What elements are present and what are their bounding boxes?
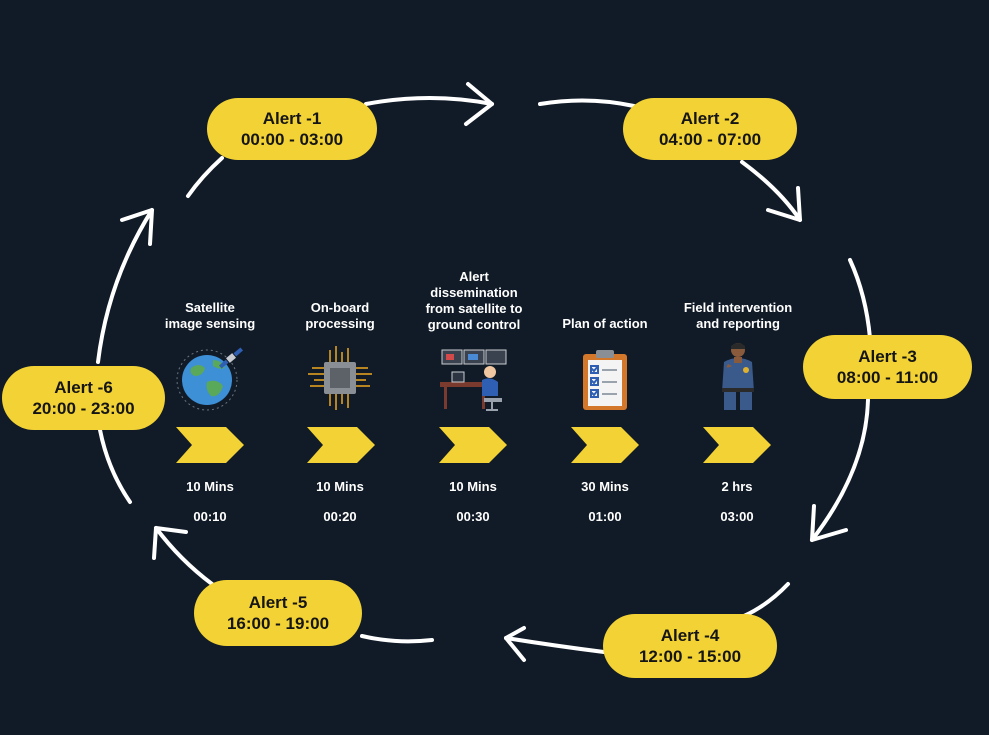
alert-label: Alert -2 [680, 109, 740, 128]
step-label-line: On-board [310, 300, 370, 315]
arrow-alert2-area [538, 98, 636, 108]
step-time-3: 00:30 [456, 509, 490, 524]
alert-pill-6: Alert -6 20:00 - 23:00 [2, 366, 165, 430]
step-label-2: On-board processing [280, 300, 400, 332]
step-label-line: image sensing [164, 316, 256, 331]
alert-time: 20:00 - 23:00 [32, 399, 135, 418]
chevron-4 [571, 427, 639, 463]
arrow-top-left [186, 156, 224, 198]
alert-time: 16:00 - 19:00 [226, 614, 330, 633]
step-label-3: Alert dissemination from satellite to gr… [412, 269, 536, 333]
step-label-line: and reporting [696, 316, 780, 331]
alert-label: Alert -3 [858, 347, 917, 366]
step-label-line: processing [305, 316, 375, 331]
arrow-alert4-to-alert5 [504, 636, 606, 654]
arrow-head-5 [152, 526, 188, 560]
step-duration-4: 30 Mins [581, 479, 629, 494]
alert-pill-2: Alert -2 04:00 - 07:00 [623, 98, 797, 160]
step-label-line: from satellite to [425, 301, 523, 316]
step-duration-5: 2 hrs [721, 479, 753, 494]
step-label-4: Plan of action [545, 316, 665, 332]
arrow-alert3-to-alert4 [810, 398, 870, 542]
alert-pill-5: Alert -5 16:00 - 19:00 [194, 580, 362, 646]
alert-pill-3: Alert -3 08:00 - 11:00 [803, 335, 972, 399]
step-label-1: Satellite image sensing [150, 300, 270, 332]
arrow-alert2-to-alert3 [740, 160, 802, 222]
arrow-bottom-right [742, 582, 790, 618]
step-time-5: 03:00 [720, 509, 754, 524]
arrow-head-3 [810, 504, 848, 542]
arrow-head-4 [504, 626, 526, 662]
arrow-alert6-to-alert1 [96, 208, 154, 364]
arrow-bottom-left [360, 634, 434, 644]
chevron-3 [439, 427, 507, 463]
globe-satellite-icon [176, 347, 244, 411]
step-duration-3: 10 Mins [449, 479, 497, 494]
arrow-alert1-to-alert2 [364, 96, 494, 106]
chevron-2 [307, 427, 375, 463]
step-label-line: Satellite [185, 300, 235, 315]
step-time-1: 00:10 [193, 509, 227, 524]
alert-time: 12:00 - 15:00 [638, 647, 742, 666]
checklist-clipboard-icon [583, 350, 627, 410]
step-label-line: Alert [459, 269, 489, 284]
chevron-5 [703, 427, 771, 463]
step-label-line: Field intervention [683, 300, 793, 315]
control-room-icon [440, 349, 507, 411]
arrow-head-6 [120, 208, 154, 246]
alert-time: 00:00 - 03:00 [240, 130, 344, 149]
step-label-line: Plan of action [562, 316, 648, 331]
arrow-alert5-to-alert6 [154, 526, 214, 586]
alert-time: 04:00 - 07:00 [658, 130, 762, 149]
alert-pill-1: Alert -1 00:00 - 03:00 [207, 98, 377, 160]
step-time-2: 00:20 [323, 509, 357, 524]
arrow-head-2 [766, 186, 802, 222]
step-label-line: dissemination [430, 285, 518, 300]
step-label-5: Field intervention and reporting [672, 300, 804, 332]
chevron-1 [176, 427, 244, 463]
step-duration-1: 10 Mins [186, 479, 234, 494]
arrow-head-1 [464, 82, 494, 126]
field-officer-icon [722, 343, 754, 410]
arrow-right-upper [848, 258, 872, 340]
arrow-left-lower [98, 428, 132, 504]
step-label-line: ground control [427, 317, 521, 332]
alert-label: Alert -6 [54, 378, 113, 397]
alert-label: Alert -4 [660, 626, 720, 645]
step-duration-2: 10 Mins [316, 479, 364, 494]
alert-label: Alert -1 [262, 109, 322, 128]
alert-pill-4: Alert -4 12:00 - 15:00 [603, 614, 777, 678]
alert-label: Alert -5 [248, 593, 308, 612]
step-time-4: 01:00 [588, 509, 622, 524]
alert-time: 08:00 - 11:00 [836, 368, 939, 387]
processor-chip-icon [308, 346, 372, 410]
